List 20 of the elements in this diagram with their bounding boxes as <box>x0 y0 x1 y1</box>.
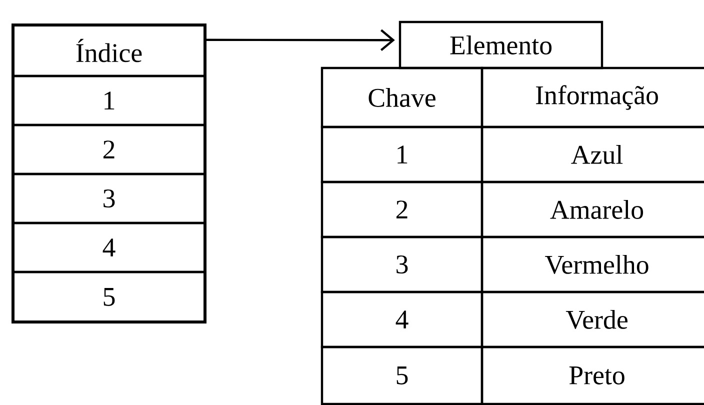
table-cell: 1 <box>12 74 206 126</box>
table-cell: 4 <box>12 222 206 274</box>
table-cell: Amarelo <box>480 180 704 238</box>
node-label: Índice <box>76 38 142 62</box>
table-cell: Preto <box>480 346 704 405</box>
table-cell: 3 <box>12 172 206 224</box>
title-box: Elemento <box>398 20 604 70</box>
table-cell: Azul <box>480 126 704 184</box>
table-cell: 2 <box>320 180 484 238</box>
table-cell: Vermelho <box>480 236 704 294</box>
table-cell: 4 <box>320 290 484 348</box>
table-cell: 5 <box>320 346 484 405</box>
table-header-cell: Informação <box>480 66 704 128</box>
table-cell: 2 <box>12 124 206 176</box>
table-header-cell: Chave <box>320 66 484 128</box>
table-cell: 5 <box>12 270 206 324</box>
table-cell: 1 <box>320 126 484 184</box>
arrow <box>206 29 395 51</box>
table-cell: 3 <box>320 236 484 294</box>
table-cell: Verde <box>480 290 704 348</box>
